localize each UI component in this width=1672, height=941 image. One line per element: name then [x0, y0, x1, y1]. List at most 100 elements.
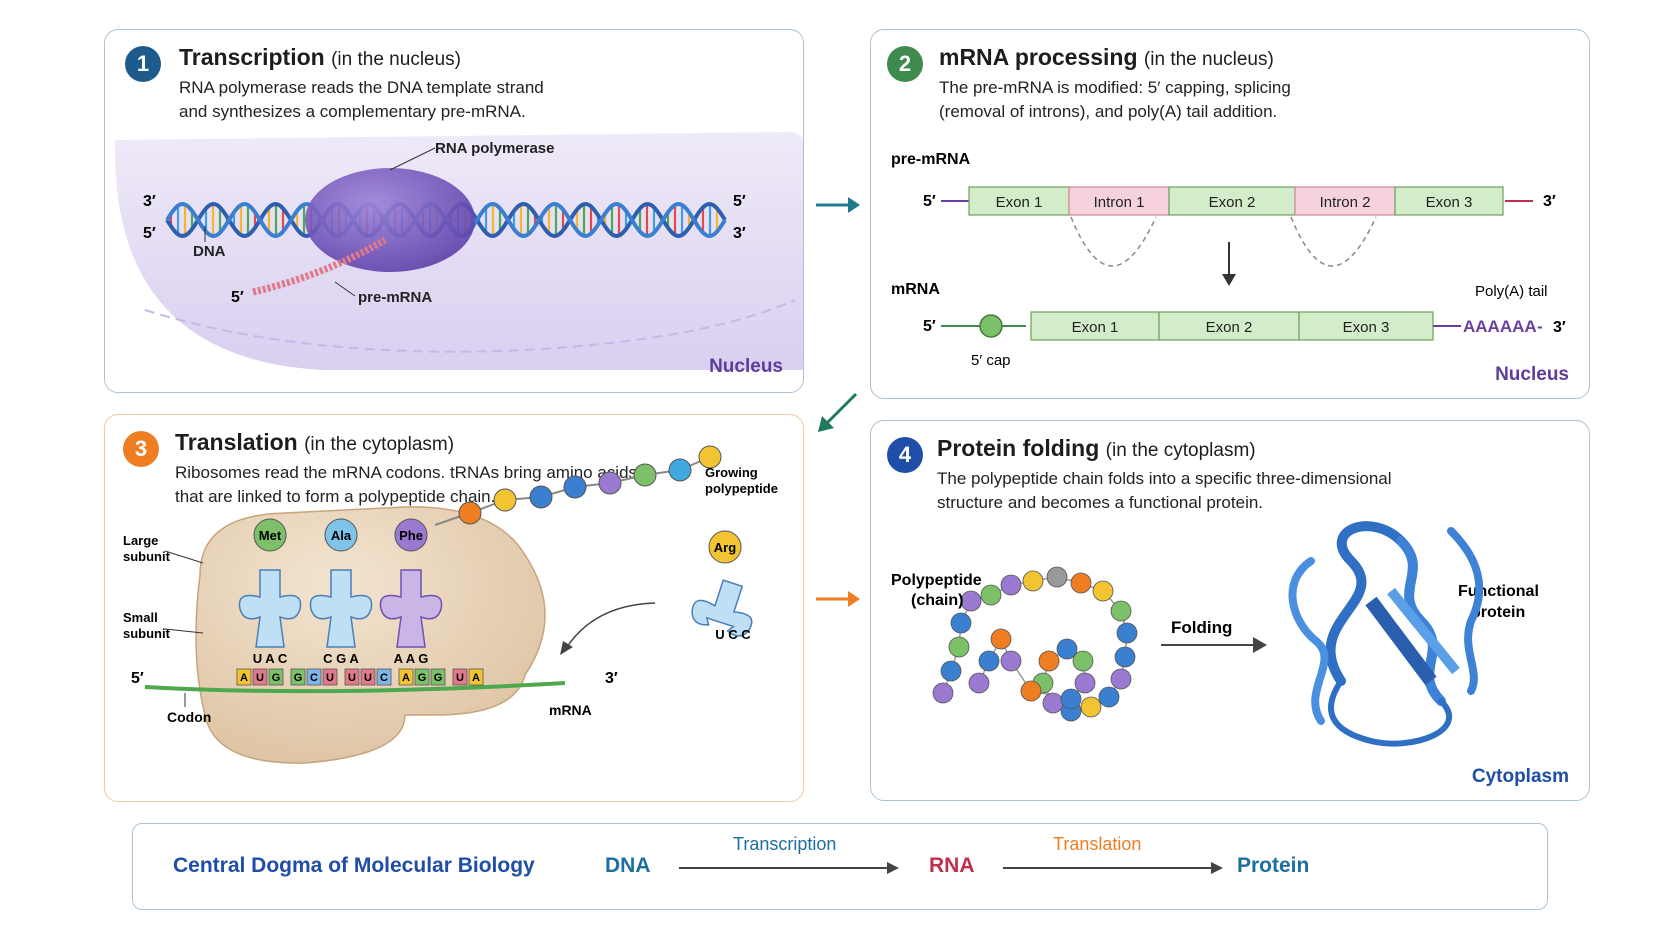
five-prime-cap — [979, 314, 1003, 338]
exon-segment — [1158, 311, 1300, 341]
nucleotide — [306, 668, 322, 686]
amino-acid-bead — [598, 471, 622, 495]
label-right-5: 5′ — [733, 193, 746, 210]
nucleotide-letter: A — [402, 672, 410, 684]
central-dogma-summary: Central Dogma of Molecular Biology DNA T… — [132, 823, 1548, 910]
arrow-step1-to-step2 — [816, 197, 860, 213]
amino-acid-bead — [960, 590, 982, 612]
location-cytoplasm: Cytoplasm — [1471, 766, 1569, 787]
label-pre-mrna: pre-mRNA — [891, 151, 971, 168]
amino-acid-bead — [1110, 600, 1132, 622]
panel-mrna-processing: 2 mRNA processing (in the nucleus) The p… — [870, 29, 1590, 399]
nucleotide-letter: C — [380, 672, 388, 684]
incoming-trna-arrow — [560, 641, 573, 655]
premrna-five-prime: 5′ — [923, 193, 936, 210]
nucleotide — [452, 668, 468, 686]
amino-acid-bead — [1080, 696, 1102, 718]
amino-acid-bead — [493, 488, 517, 512]
title-sub: (in the nucleus) — [331, 49, 461, 70]
panel-title: mRNA processing (in the nucleus) — [939, 44, 1274, 71]
svg-text:-: - — [1537, 317, 1543, 336]
amino-acid-bead — [940, 660, 962, 682]
desc-line-1: The pre-mRNA is modified: 5′ capping, sp… — [939, 78, 1291, 97]
amino-acid-label: Arg — [714, 540, 736, 555]
location-nucleus: Nucleus — [709, 356, 783, 377]
title-main: Translation — [175, 429, 298, 455]
nucleotide — [376, 668, 392, 686]
panel-title: Transcription (in the nucleus) — [179, 44, 461, 71]
amino-acid-bead — [1046, 566, 1068, 588]
label-mrna: mRNA — [891, 281, 940, 298]
segment-label: Exon 2 — [1209, 194, 1256, 211]
step-badge-4: 4 — [887, 437, 923, 473]
premrna-pointer — [334, 281, 356, 297]
desc-line-1: The polypeptide chain folds into a speci… — [937, 469, 1392, 488]
poly-a-sequence: AAAAAA — [1463, 317, 1537, 336]
amino-acid-bead — [978, 650, 1000, 672]
nucleotide — [360, 668, 376, 686]
label-left-3: 3′ — [143, 193, 156, 210]
nuclear-envelope — [144, 299, 796, 353]
amino-acid-bead — [1072, 650, 1094, 672]
step-badge-2: 2 — [887, 46, 923, 82]
title-main: Transcription — [179, 44, 325, 70]
title-sub: (in the cytoplasm) — [304, 434, 455, 455]
segment-label: Exon 2 — [1206, 319, 1253, 336]
label-large-subunit: subunit — [123, 549, 171, 564]
amino-acid-bead — [1042, 692, 1064, 714]
amino-acid-label: Met — [259, 528, 282, 543]
amino-acid-bead — [980, 584, 1002, 606]
nucleus-region — [115, 131, 803, 370]
amino-acid-label: Phe — [399, 528, 423, 543]
amino-acid-bead — [458, 501, 482, 525]
nucleotide — [344, 668, 360, 686]
step-badge-3: 3 — [123, 431, 159, 467]
growing-polypeptide-chain — [434, 445, 722, 526]
desc-line-2: structure and becomes a functional prote… — [937, 493, 1264, 512]
exon-segment — [1394, 186, 1504, 216]
nucleotide-letter: G — [434, 672, 443, 684]
amino-acid-bead — [698, 445, 722, 469]
amino-acid-bead — [1074, 672, 1096, 694]
intron-segment — [1068, 186, 1170, 216]
amino-acid — [394, 518, 428, 552]
nucleotide-letter: U — [256, 672, 264, 684]
label-poly-a-tail: Poly(A) tail — [1475, 283, 1548, 300]
segment-label: Exon 3 — [1426, 194, 1473, 211]
desc-line-1: RNA polymerase reads the DNA template st… — [179, 78, 544, 97]
premrna-three-prime: 3′ — [1543, 193, 1556, 210]
anticodon-label: C G A — [323, 651, 359, 666]
nucleotide-letter: U — [348, 672, 356, 684]
label-small: Small — [123, 610, 158, 625]
ribosome — [195, 506, 546, 764]
label-rna-polymerase: RNA polymerase — [435, 140, 555, 157]
splice-loop-intron-1 — [1070, 216, 1157, 267]
nucleotide — [398, 668, 414, 686]
folded-protein — [1288, 521, 1484, 747]
summary-rna: RNA — [929, 854, 975, 877]
amino-acid-bead — [668, 458, 692, 482]
anticodon-label: U C C — [715, 627, 751, 642]
amino-acid-bead — [1020, 680, 1042, 702]
arrow-step2-to-step3 — [818, 392, 858, 432]
label-large: Large — [123, 533, 158, 548]
mrna-five-prime: 5′ — [131, 670, 144, 687]
label-pre-mrna: pre-mRNA — [358, 289, 432, 306]
amino-acid-bead — [1070, 572, 1092, 594]
amino-acid-bead — [948, 636, 970, 658]
panel-transcription: 1 Transcription (in the nucleus) RNA pol… — [104, 29, 804, 393]
amino-acid-bead — [968, 672, 990, 694]
segment-label: Exon 3 — [1343, 319, 1390, 336]
amino-acid-bead — [932, 682, 954, 704]
nucleotide — [236, 668, 252, 686]
nucleotide-letter: U — [456, 672, 464, 684]
nucleotide — [468, 668, 484, 686]
amino-acid — [253, 518, 287, 552]
label-right-3: 3′ — [733, 225, 746, 242]
exon-segment — [968, 186, 1070, 216]
amino-acid-bead — [1060, 688, 1082, 710]
